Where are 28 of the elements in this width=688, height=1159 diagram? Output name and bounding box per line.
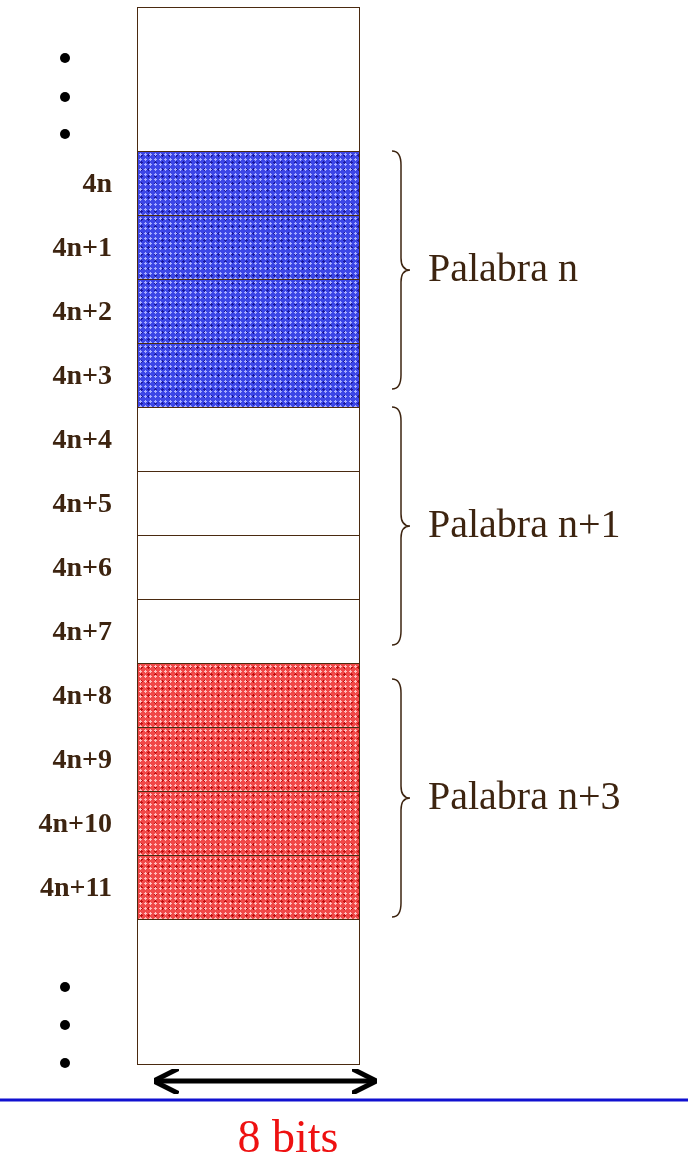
address-label: 4n+1 bbox=[51, 233, 112, 261]
dimension-label: 8 bits bbox=[237, 1114, 339, 1159]
address-label: 4n+8 bbox=[51, 681, 112, 709]
address-label: 4n+4 bbox=[51, 425, 112, 453]
word-label: Palabra n bbox=[428, 248, 578, 288]
address-label: 4n+11 bbox=[39, 873, 112, 901]
memory-cell bbox=[137, 535, 360, 600]
address-label: 4n+2 bbox=[51, 297, 112, 325]
memory-cell bbox=[137, 855, 360, 920]
memory-cell bbox=[137, 215, 360, 280]
memory-cell bbox=[137, 407, 360, 472]
memory-cell bbox=[137, 791, 360, 856]
address-label: 4n+3 bbox=[51, 361, 112, 389]
memory-cell bbox=[137, 919, 360, 1065]
address-label: 4n+5 bbox=[51, 489, 112, 517]
memory-cell bbox=[137, 343, 360, 408]
address-label: 4n+10 bbox=[37, 809, 112, 837]
word-label: Palabra n+3 bbox=[428, 776, 621, 816]
memory-cell bbox=[137, 663, 360, 728]
word-label: Palabra n+1 bbox=[428, 504, 621, 544]
address-label: 4n+9 bbox=[51, 745, 112, 773]
memory-cell bbox=[137, 279, 360, 344]
memory-cell bbox=[137, 471, 360, 536]
address-label: 4n+6 bbox=[51, 553, 112, 581]
memory-cell bbox=[137, 727, 360, 792]
address-label: 4n bbox=[81, 169, 112, 197]
memory-cell bbox=[137, 151, 360, 216]
address-label: 4n+7 bbox=[51, 617, 112, 645]
